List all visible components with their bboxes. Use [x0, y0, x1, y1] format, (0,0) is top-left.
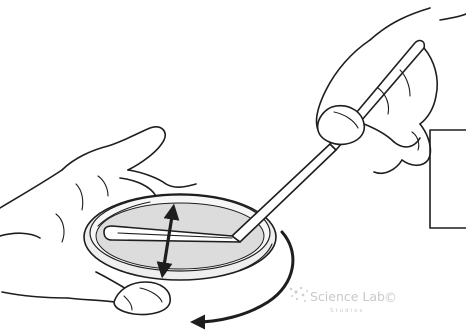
watermark-brand: Science Lab [310, 289, 385, 304]
watermark-sub: Studios [330, 308, 364, 314]
watermark-dots-icon [290, 287, 308, 302]
label-box [430, 130, 466, 228]
copyright-icon: © [384, 291, 397, 306]
watermark: Science Lab Studios © [290, 287, 397, 314]
right-hand [316, 8, 466, 173]
